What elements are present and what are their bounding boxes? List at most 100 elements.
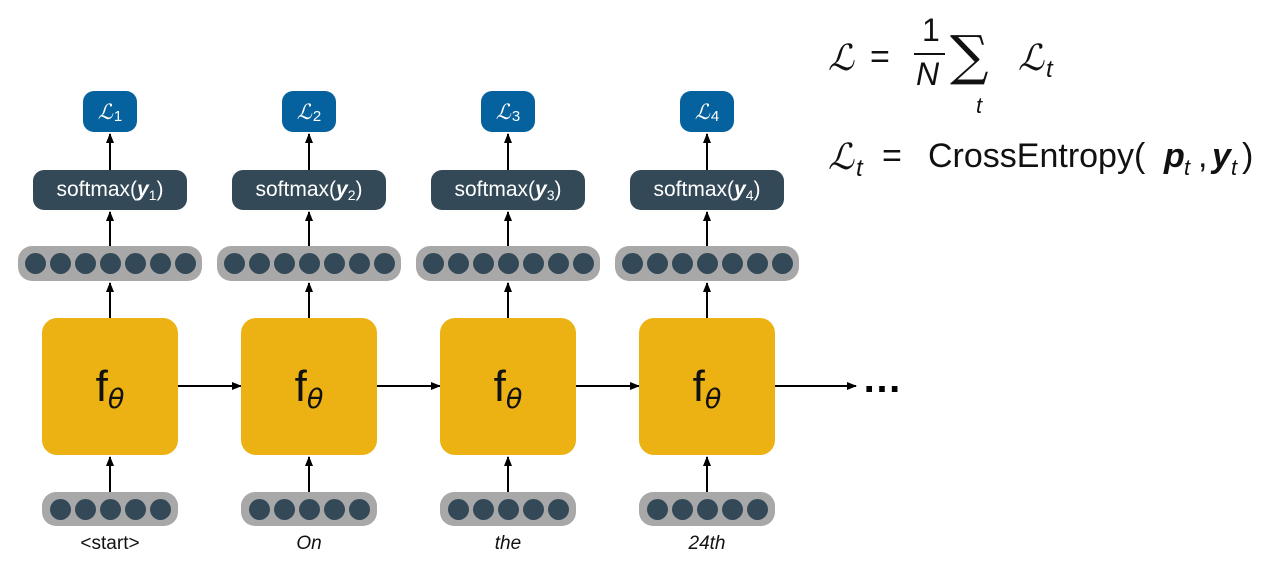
input-unit bbox=[149, 498, 171, 520]
softmax-index: 3 bbox=[546, 186, 555, 203]
hidden-unit bbox=[323, 253, 345, 274]
input-unit bbox=[547, 498, 569, 520]
hidden-unit bbox=[174, 253, 196, 274]
hidden-unit bbox=[547, 253, 569, 274]
softmax-close: ) bbox=[554, 178, 562, 201]
softmax-variable: y bbox=[734, 178, 746, 201]
step-loss-term-index: t bbox=[1046, 56, 1053, 83]
hidden-unit bbox=[497, 253, 519, 274]
hidden-unit bbox=[273, 253, 295, 274]
cell-function: f bbox=[294, 361, 307, 411]
input-unit bbox=[298, 498, 320, 520]
loss-index: 1 bbox=[113, 108, 123, 125]
softmax-variable: y bbox=[336, 178, 348, 201]
hidden-unit bbox=[422, 253, 444, 274]
softmax-close: ) bbox=[156, 178, 164, 201]
total-loss-equation: ℒ = 1 N ∑ t ℒ t bbox=[828, 12, 1128, 140]
softmax-variable: y bbox=[137, 178, 149, 201]
prediction-index: t bbox=[1184, 155, 1191, 180]
hidden-unit bbox=[621, 253, 643, 274]
input-unit bbox=[671, 498, 693, 520]
softmax-close: ) bbox=[355, 178, 363, 201]
input-unit bbox=[746, 498, 768, 520]
cross-entropy-function: CrossEntropy( bbox=[928, 137, 1146, 175]
cell-function: f bbox=[95, 361, 108, 411]
hidden-unit bbox=[646, 253, 668, 274]
cell-parameter: θ bbox=[306, 384, 324, 415]
hidden-state-vector bbox=[217, 246, 401, 281]
step-loss-term: ℒ bbox=[1018, 38, 1044, 79]
close-paren: ) bbox=[1242, 137, 1254, 175]
loss-index: 3 bbox=[511, 108, 521, 125]
step-loss-symbol: ℒ bbox=[828, 137, 854, 178]
loss-symbol: ℒ bbox=[694, 99, 710, 124]
sum-index: t bbox=[976, 93, 983, 118]
hidden-unit bbox=[24, 253, 46, 274]
hidden-unit bbox=[572, 253, 594, 274]
input-unit bbox=[99, 498, 121, 520]
loss-index: 4 bbox=[710, 108, 720, 125]
cell-function: f bbox=[692, 361, 705, 411]
input-unit bbox=[472, 498, 494, 520]
input-embedding-vector bbox=[241, 492, 377, 526]
hidden-state-vector bbox=[615, 246, 799, 281]
softmax-index: 4 bbox=[745, 186, 754, 203]
softmax-index: 1 bbox=[148, 186, 157, 203]
input-word: 24th bbox=[688, 533, 726, 554]
target-variable: y bbox=[1212, 137, 1231, 175]
input-embedding-vector bbox=[440, 492, 576, 526]
softmax-label: softmax( bbox=[56, 178, 138, 201]
cell-parameter: θ bbox=[107, 384, 125, 415]
fraction-numerator: 1 bbox=[922, 12, 940, 48]
input-unit bbox=[49, 498, 71, 520]
cell-parameter: θ bbox=[704, 384, 722, 415]
input-unit bbox=[74, 498, 96, 520]
equals-sign: = bbox=[882, 137, 902, 175]
input-unit bbox=[248, 498, 270, 520]
softmax-index: 2 bbox=[347, 186, 356, 203]
input-unit bbox=[273, 498, 295, 520]
equals-sign: = bbox=[870, 38, 890, 76]
softmax-label: softmax( bbox=[454, 178, 536, 201]
input-unit bbox=[348, 498, 370, 520]
hidden-unit bbox=[99, 253, 121, 274]
input-word: the bbox=[494, 533, 522, 554]
hidden-unit bbox=[373, 253, 395, 274]
hidden-unit bbox=[348, 253, 370, 274]
target-index: t bbox=[1231, 155, 1238, 180]
hidden-unit bbox=[223, 253, 245, 274]
input-unit bbox=[696, 498, 718, 520]
hidden-unit bbox=[696, 253, 718, 274]
step-loss-index: t bbox=[856, 155, 863, 182]
loss-symbol: ℒ bbox=[296, 99, 312, 124]
hidden-unit bbox=[49, 253, 71, 274]
step-loss-equation: ℒ t = CrossEntropy( p t , y t ) bbox=[828, 135, 1278, 195]
hidden-unit bbox=[671, 253, 693, 274]
total-loss-symbol: ℒ bbox=[828, 38, 854, 79]
summation-symbol: ∑ bbox=[950, 24, 989, 87]
input-unit bbox=[497, 498, 519, 520]
cell-function: f bbox=[493, 361, 506, 411]
hidden-unit bbox=[522, 253, 544, 274]
input-word: <start> bbox=[80, 533, 140, 554]
continuation-ellipsis: … bbox=[862, 357, 905, 401]
hidden-state-vector bbox=[18, 246, 202, 281]
input-unit bbox=[721, 498, 743, 520]
input-embedding-vector bbox=[639, 492, 775, 526]
input-unit bbox=[447, 498, 469, 520]
softmax-variable: y bbox=[535, 178, 547, 201]
cell-parameter: θ bbox=[505, 384, 523, 415]
prediction-variable: p bbox=[1164, 137, 1185, 175]
hidden-unit bbox=[721, 253, 743, 274]
loss-symbol: ℒ bbox=[97, 99, 113, 124]
hidden-unit bbox=[771, 253, 793, 274]
